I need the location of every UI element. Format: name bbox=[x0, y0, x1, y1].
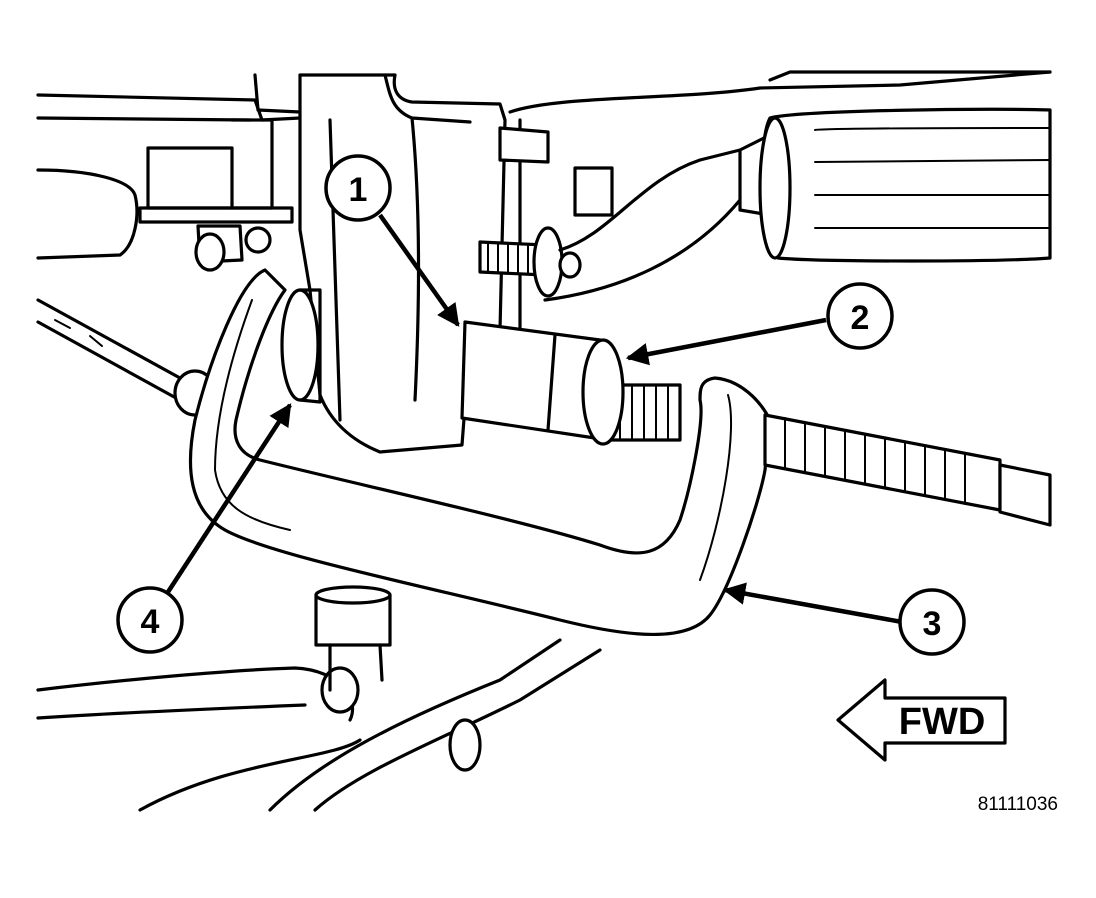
forward-label: FWD bbox=[899, 701, 986, 743]
tie-rod bbox=[36, 298, 217, 417]
callout-3: 3 bbox=[898, 588, 966, 656]
forward-arrow-icon bbox=[836, 678, 1007, 762]
figure-number: 81111036 bbox=[978, 794, 1058, 815]
mounting-bracket bbox=[36, 118, 294, 260]
callout-3-label: 3 bbox=[923, 605, 942, 643]
press-adapter bbox=[280, 288, 322, 404]
leader-arrow-3 bbox=[722, 582, 903, 625]
callout-2-label: 2 bbox=[851, 299, 870, 337]
callout-4-label: 4 bbox=[141, 603, 160, 641]
leader-arrows bbox=[166, 213, 903, 625]
knuckle-stud bbox=[478, 126, 614, 298]
forward-direction-indicator: FWD bbox=[836, 678, 1007, 762]
callout-1: 1 bbox=[324, 154, 392, 222]
rubber-boot bbox=[543, 107, 1052, 302]
leader-arrow-2 bbox=[625, 317, 827, 366]
c-frame-press bbox=[188, 268, 772, 637]
leader-arrow-1 bbox=[378, 213, 460, 327]
receiver-cup bbox=[460, 320, 625, 446]
callout-4: 4 bbox=[116, 586, 184, 654]
leader-arrow-4 bbox=[166, 403, 292, 594]
forcing-screw bbox=[596, 383, 1052, 527]
ball-joint-lower bbox=[314, 585, 392, 692]
callout-2: 2 bbox=[826, 282, 894, 350]
bracket-bolt bbox=[194, 224, 272, 272]
lower-control-arm bbox=[36, 638, 602, 812]
callout-1-label: 1 bbox=[349, 171, 368, 209]
